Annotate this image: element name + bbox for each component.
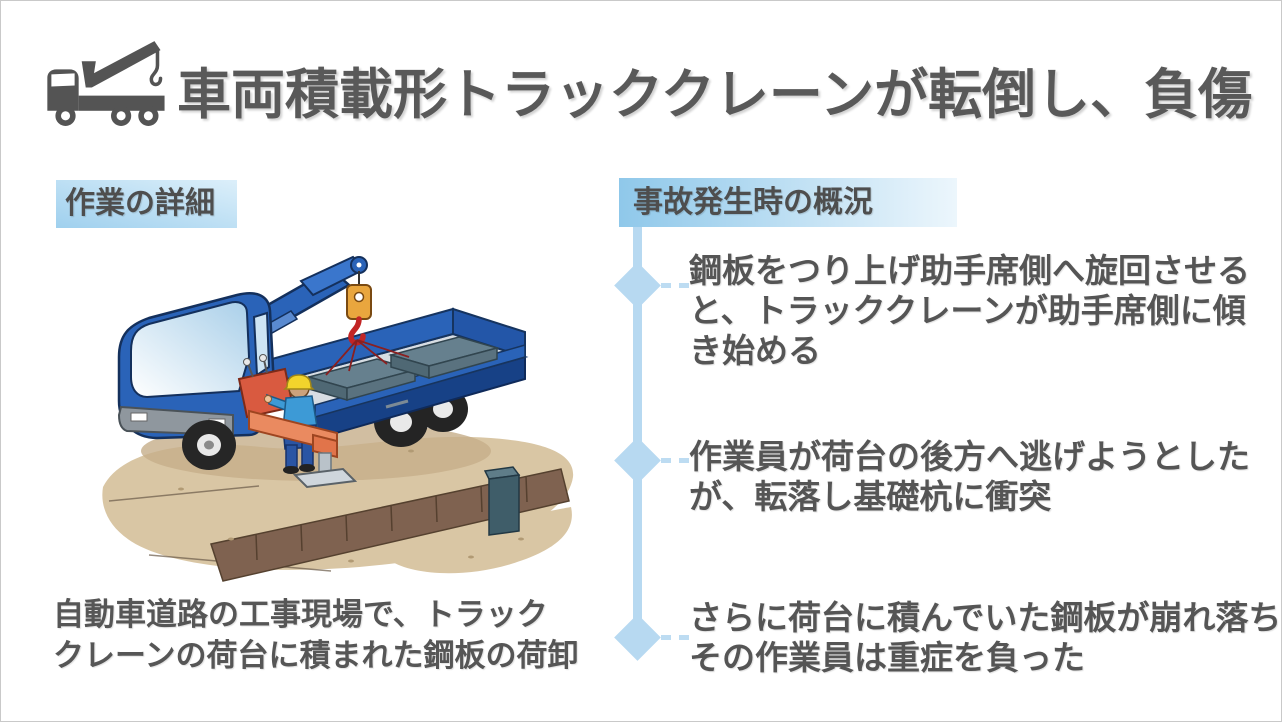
work-detail-caption: 自動車道路の工事現場で、トラック クレーンの荷台に積まれた鋼板の荷卸 (53, 597, 579, 673)
section-header-accident-overview: 事故発生時の概況 (619, 178, 957, 227)
timeline-connector-2 (661, 458, 689, 463)
timeline-connector-1 (661, 283, 689, 288)
slide-title: 車両積載形トラッククレーンが転倒し、負傷 (177, 65, 1253, 125)
timeline-diamond-2 (614, 437, 661, 484)
truck-crane-icon (47, 41, 165, 126)
truck-crane-accident-illustration (102, 255, 574, 582)
section-header-work-detail: 作業の詳細 (56, 180, 237, 228)
event-item-2: 作業員が荷台の後方へ逃げようとした が、転落し基礎杭に衝突 (689, 438, 1250, 515)
timeline-connector-3 (661, 635, 689, 640)
timeline-diamond-3 (614, 614, 661, 661)
timeline-diamond-1 (614, 262, 661, 309)
event-item-1: 鋼板をつり上げ助手席側へ旋回させる と、トラッククレーンが助手席側に傾 き始める (689, 252, 1250, 369)
event-item-3: さらに荷台に積んでいた鋼板が崩れ落ち その作業員は重症を負った (689, 599, 1282, 676)
